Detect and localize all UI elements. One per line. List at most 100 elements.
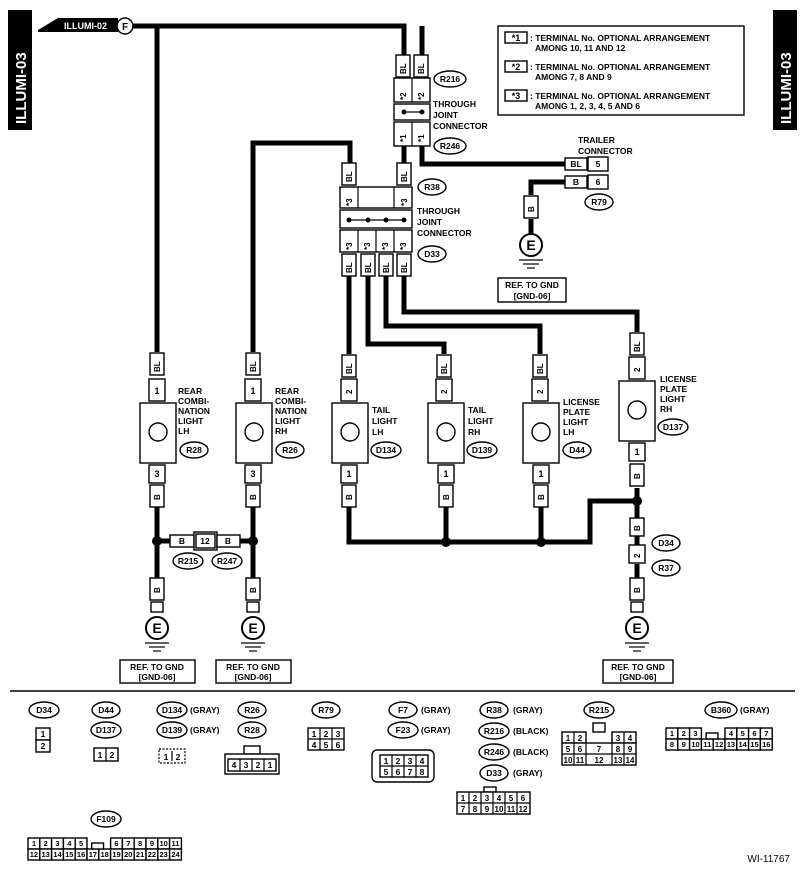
footer-b360-color: (GRAY) — [740, 705, 770, 715]
comp0-ref: R28 — [186, 445, 202, 455]
comp2-bottom-pin: 1 — [346, 469, 351, 479]
footer-r215-pin: 2 — [578, 734, 583, 743]
wire-color-bl: BL — [399, 63, 408, 74]
footer-d44-pin: 2 — [110, 750, 115, 760]
footer-f109-pin: 5 — [79, 839, 83, 848]
legend-mark-2: *2 — [512, 62, 521, 72]
component-license-plate-light-lh: BL 2 1 B LICENSE PLATE LIGHT LH D44 — [522, 354, 600, 508]
d34-conn-ref-top: D34 — [658, 538, 674, 548]
footer-b360-pin: 11 — [703, 740, 711, 749]
footer-d33-ref: D33 — [486, 768, 502, 778]
footer-b360-ref: B360 — [711, 705, 732, 715]
comp3-line-1: TAIL — [468, 405, 486, 415]
legend-item-2: *2 : TERMINAL No. OPTIONAL ARRANGEMENT A… — [504, 60, 711, 82]
trailer-ref: R79 — [591, 197, 607, 207]
legend-text-1b: AMONG 10, 11 AND 12 — [535, 43, 626, 53]
joint2-mark: *3 — [399, 242, 408, 250]
footer-b360-pin-cell — [759, 738, 773, 751]
wire-color-bl: BL — [345, 262, 354, 273]
from-reference-label: ILLUMI-02 — [64, 21, 107, 31]
wire-color-bl: BL — [633, 341, 642, 352]
page-tag-right-text: ILLUMI-03 — [778, 52, 795, 124]
comp0-top-pin: 1 — [154, 386, 159, 396]
footer-f7-pin: 1 — [384, 756, 389, 766]
ground-ref-1: REF. TO GND — [505, 280, 559, 290]
component-tail-light-lh: BL 2 1 B TAIL LIGHT LH D134 — [331, 354, 402, 508]
footer-r38-pin: 1 — [461, 794, 466, 803]
joint2-mark: *3 — [345, 198, 354, 206]
wire-color-bl: BL — [536, 363, 545, 374]
footer-r79-pin: 5 — [324, 740, 329, 750]
footer-r38-pin: 4 — [497, 794, 502, 803]
footer-r79-ref: R79 — [318, 705, 334, 715]
comp5-line-4: RH — [660, 404, 672, 414]
comp2-line-1: TAIL — [372, 405, 390, 415]
wire-color-bl: BL — [417, 63, 426, 74]
footer-f109-pin: 13 — [42, 850, 50, 859]
comp1-line-5: RH — [275, 426, 287, 436]
footer-f109-pin: 9 — [150, 839, 154, 848]
legend-item-3: *3 : TERMINAL No. OPTIONAL ARRANGEMENT A… — [504, 89, 711, 111]
footer-f109-pin-cell — [168, 848, 183, 861]
wire-color-bl: BL — [570, 159, 581, 169]
footer-d139-ref: D139 — [162, 725, 183, 735]
comp1-ref: R26 — [282, 445, 298, 455]
footer-connector-r215: R215 1 2 3 4 5 6 7 8 9 10 11 12 13 14 — [561, 701, 637, 766]
footer-b360-pin: 5 — [741, 729, 745, 738]
joint2-title-1: THROUGH — [417, 206, 460, 216]
footer-f7-pin: 4 — [420, 756, 425, 766]
footer-r215-pin: 4 — [628, 734, 633, 743]
joint1-bottom-mark: *1 — [417, 134, 426, 142]
footer-f109-pin: 1 — [32, 839, 36, 848]
ground-ref-2: [GND-06] — [514, 291, 551, 301]
footer-r215-pin: 6 — [578, 745, 583, 754]
trailer-connector-r79: TRAILER CONNECTOR BL B 5 6 R79 — [564, 135, 633, 211]
comp0-line-4: LIGHT — [178, 416, 204, 426]
joint2-mark: *3 — [345, 242, 354, 250]
comp4-line-1: LICENSE — [563, 397, 600, 407]
footer-f109-pin: 23 — [160, 850, 168, 859]
footer-b360-pin: 6 — [752, 729, 756, 738]
figure-id: WI-11767 — [747, 854, 790, 865]
comp4-ref: D44 — [569, 445, 585, 455]
footer-b360-pin: 12 — [715, 740, 723, 749]
footer-connector-d34: D34 1 2 — [28, 701, 60, 753]
legend-mark-1: *1 — [512, 33, 521, 43]
footer-b360-pin: 9 — [682, 740, 686, 749]
footer-r215-pin: 7 — [597, 745, 602, 754]
comp3-top-pin: 2 — [440, 389, 449, 394]
wire-color-bl: BL — [345, 363, 354, 374]
from-reference: ILLUMI-02 F — [38, 17, 134, 35]
legend-box: *1 : TERMINAL No. OPTIONAL ARRANGEMENT A… — [497, 25, 745, 116]
ground-symbol: E — [632, 620, 641, 636]
footer-r38-pin: 10 — [495, 805, 504, 814]
comp5-line-3: LIGHT — [660, 394, 686, 404]
joint2-mark: *3 — [400, 198, 409, 206]
wire-color-b: B — [179, 536, 185, 546]
wire-color-b: B — [573, 177, 579, 187]
footer-f109-pin: 21 — [136, 850, 144, 859]
footer-f7-color: (GRAY) — [421, 705, 451, 715]
connector-d34-r37: B 2 D34 R37 — [628, 517, 681, 577]
wire-color-bl: BL — [382, 262, 391, 273]
footer-f7-pin: 5 — [384, 767, 389, 777]
footer-r79-pin: 6 — [336, 740, 341, 750]
wire-color-b: B — [345, 494, 354, 500]
footer-r215-pin: 12 — [595, 756, 604, 765]
joint1-top-mark: *2 — [417, 92, 426, 100]
comp0-line-3: NATION — [178, 406, 210, 416]
footer-r246-ref: R246 — [484, 747, 505, 757]
footer-f7-pin: 3 — [408, 756, 413, 766]
connector-r215-r247: B 12 B R215 R247 — [169, 531, 243, 570]
footer-f109-pin: 16 — [77, 850, 85, 859]
footer-b360-pin: 7 — [764, 729, 768, 738]
footer-f23-color: (GRAY) — [421, 725, 451, 735]
component-rear-combination-light-lh: BL 1 3 B REAR COMBI- NATION LIGHT LH R28 — [139, 352, 210, 508]
ground-ref-2: [GND-06] — [235, 672, 272, 682]
mid-conn-ref-right: R247 — [217, 556, 238, 566]
comp4-line-2: PLATE — [563, 407, 591, 417]
wire-color-b: B — [153, 587, 162, 593]
footer-d44-ref: D44 — [98, 705, 114, 715]
footer-connector-d44: D44 D137 1 2 — [90, 701, 122, 762]
